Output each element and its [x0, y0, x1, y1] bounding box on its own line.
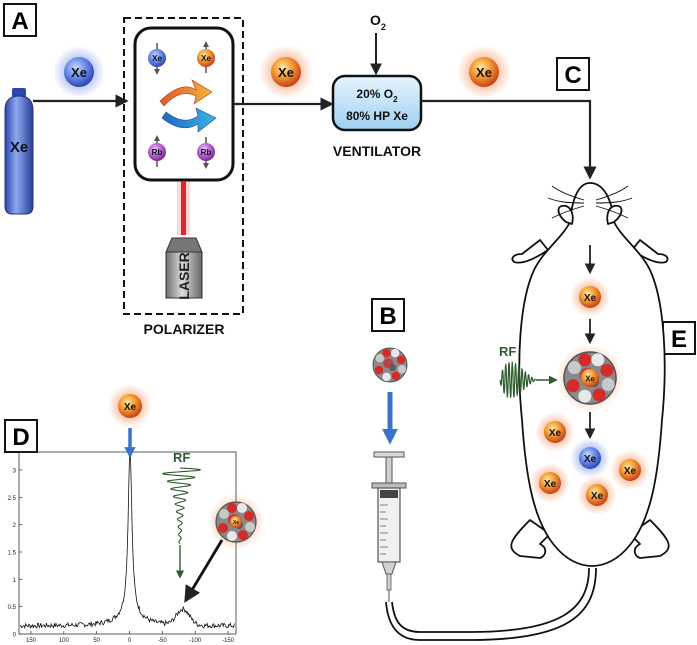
svg-text:Xe: Xe [278, 65, 294, 80]
svg-text:Xe: Xe [585, 374, 595, 383]
svg-text:Xe: Xe [201, 54, 211, 63]
xenon-free-peak-atom: Xe [108, 384, 152, 428]
x-tick-label: 0 [128, 638, 132, 644]
rat-subject [385, 182, 670, 641]
panel-c-label: C [556, 57, 590, 91]
svg-text:Rb: Rb [201, 148, 212, 157]
ventilator-box [331, 74, 423, 132]
xenon-hyperpolarized-atom-to-subject: Xe [457, 45, 511, 99]
caged-xenon-in-subject: Xe [556, 344, 624, 412]
svg-text:Rb: Rb [152, 148, 163, 157]
svg-text:Xe: Xe [476, 65, 492, 80]
y-tick-label: 3 [13, 469, 17, 475]
svg-text:Xe: Xe [591, 491, 604, 502]
y-tick-label: 1 [13, 578, 17, 584]
svg-text:Xe: Xe [124, 402, 137, 413]
spin-exchange-arrow-blue [161, 107, 217, 133]
xenon-spin-up-atom: Xe [197, 41, 215, 73]
panel-a-label: A [3, 3, 37, 37]
xenon-gas-cylinder: Xe [4, 88, 34, 215]
depolarized-xenon-atom: Xe [570, 438, 610, 478]
x-tick-label: -100 [189, 638, 202, 644]
svg-text:Xe: Xe [233, 520, 239, 526]
svg-text:D: D [12, 424, 29, 451]
svg-text:A: A [11, 8, 28, 35]
gas-flow-arrow-to-subject [421, 99, 597, 180]
y-tick-label: 2.5 [8, 496, 17, 502]
caged-xenon-spectrum: Xe [208, 494, 264, 550]
svg-text:Xe: Xe [544, 479, 557, 490]
rubidium-spin-down-atom: Rb [197, 137, 215, 169]
xenon-in-lungs-atom: Xe [570, 277, 610, 317]
laser-beam [181, 181, 186, 235]
caged-xenon-peak-arrow [184, 539, 224, 603]
svg-text:Xe: Xe [584, 293, 597, 304]
free-xenon-atom: Xe [535, 412, 575, 452]
svg-text:Xe: Xe [549, 428, 562, 439]
svg-text:Xe: Xe [152, 54, 162, 63]
svg-text:Xe: Xe [624, 466, 637, 477]
y-tick-label: 1.5 [8, 551, 17, 557]
x-tick-label: 100 [59, 638, 70, 644]
oxygen-label: O2 [370, 12, 386, 32]
polarizer-caption: POLARIZER [144, 321, 225, 337]
nmr-spectrum: 0 0.5 1 1.5 2 2.5 3 150 100 50 0 -50 -100 -150 [8, 451, 237, 644]
spectrum-x-axis: 150 100 50 0 -50 -100 -150 [26, 631, 235, 644]
panel-d-label: D [4, 419, 38, 453]
rf-label-subject: RF [499, 344, 516, 359]
panel-e-label: E [662, 321, 696, 355]
free-xenon-atom: Xe [577, 475, 617, 515]
rf-pulse-wave-subject [499, 360, 537, 399]
ventilator-xenon-line: 80% HP Xe [346, 109, 408, 123]
x-tick-label: -50 [158, 638, 167, 644]
free-xenon-atom: Xe [610, 450, 650, 490]
y-tick-label: 0.5 [8, 605, 17, 611]
ventilator-caption: VENTILATOR [333, 143, 421, 159]
spin-exchange-arrow-orange [159, 79, 213, 107]
svg-text:E: E [671, 326, 687, 353]
xenon-hyperpolarized-atom: Xe [259, 45, 313, 99]
laser-device: LASER [165, 237, 203, 300]
rubidium-spin-up-atom: Rb [148, 135, 166, 167]
svg-text:LASER: LASER [176, 252, 192, 299]
xenon-thermal-atom: Xe [53, 46, 105, 98]
xenon-cage-molecule [372, 347, 408, 383]
syringe [371, 451, 407, 602]
svg-text:Xe: Xe [10, 139, 28, 156]
x-tick-label: 150 [26, 638, 37, 644]
svg-text:Xe: Xe [584, 454, 597, 465]
svg-text:Xe: Xe [71, 65, 87, 80]
svg-text:C: C [564, 62, 581, 89]
rf-pulse-wave-spectrum [162, 467, 202, 545]
rat-whiskers [547, 185, 633, 219]
panel-b-label: B [371, 298, 405, 332]
x-tick-label: -150 [222, 638, 235, 644]
spectrum-trace [19, 451, 235, 630]
xenon-spin-down-atom: Xe [148, 43, 166, 75]
spectrum-y-axis: 0 0.5 1 1.5 2 2.5 3 [8, 469, 22, 639]
y-tick-label: 2 [13, 523, 17, 529]
ventilator-oxygen-line: 20% O2 [356, 87, 398, 104]
svg-text:B: B [379, 303, 396, 330]
polarizer-frame [123, 17, 244, 315]
x-tick-label: 50 [93, 638, 100, 644]
y-tick-label: 0 [13, 633, 17, 639]
free-xenon-atom: Xe [530, 463, 570, 503]
rf-label-spectrum: RF [173, 450, 190, 465]
